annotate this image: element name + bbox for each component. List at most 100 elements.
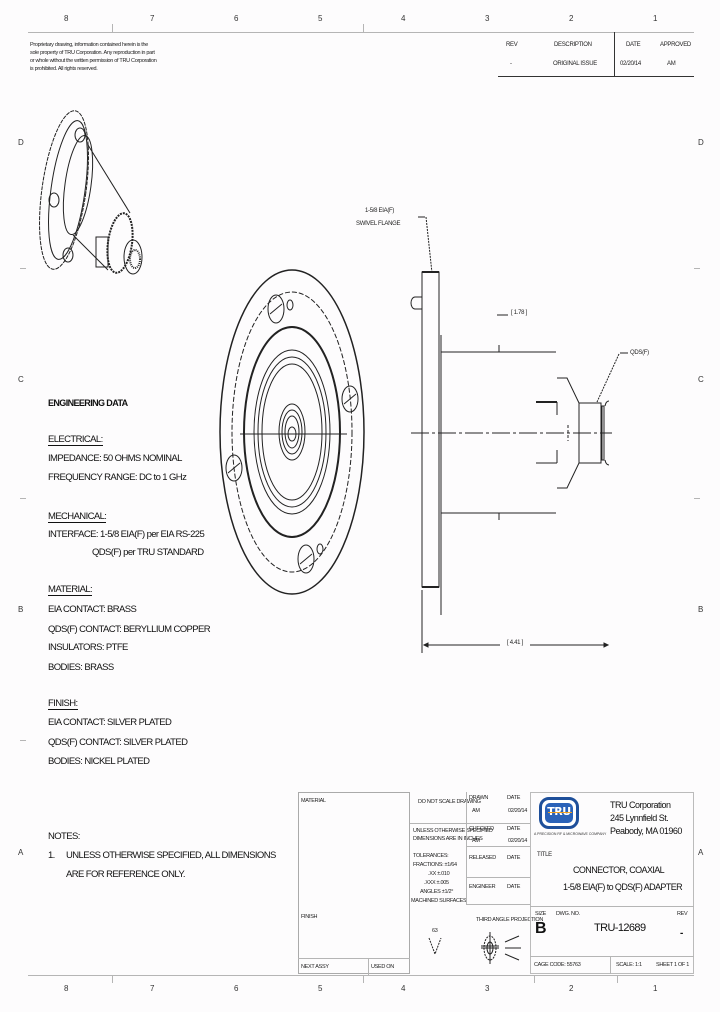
zone-label-top: 5 [318, 14, 323, 23]
title-label: TITLE [537, 852, 552, 858]
dwg-no-label: DWG. NO. [556, 911, 580, 917]
divider [466, 792, 467, 904]
third-angle-label: THIRD ANGLE PROJECTION [476, 917, 544, 923]
divider [610, 956, 611, 974]
size-label: SIZE [535, 911, 547, 917]
spec-line: EIA CONTACT: SILVER PLATED [48, 717, 172, 728]
rev-row-approved: AM [667, 61, 676, 67]
rev-bottom-line [498, 76, 694, 77]
top-border-line [28, 32, 694, 33]
spec-line: QDS(F) CONTACT: BERYLLIUM COPPER [48, 624, 211, 635]
zone-label-left: A [18, 848, 24, 857]
zone-label-top: 2 [569, 14, 574, 23]
surface-finish-value: 63 [432, 928, 438, 934]
zone-label-right: C [698, 375, 704, 384]
drawn-date-label: DATE [507, 795, 521, 801]
spec-line: QDS(F) per TRU STANDARD [92, 547, 204, 558]
flange-callout-line2: SWIVEL FLANGE [356, 221, 401, 227]
rev-header-rev: REV [506, 42, 518, 48]
zone-tick [363, 975, 364, 983]
spec-line: INTERFACE: 1-5/8 EIA(F) per EIA RS-225 [48, 529, 205, 540]
spec-line: BODIES: NICKEL PLATED [48, 756, 150, 767]
notice-line: or whole without the written permission … [30, 58, 157, 64]
flange-callout-line1: 1-5/8 EIA(F) [365, 208, 395, 214]
engineer-label: ENGINEER [469, 884, 496, 890]
spec-line: FREQUENCY RANGE: DC to 1 GHz [48, 472, 187, 483]
drawing-title-line1: CONNECTOR, COAXIAL [573, 865, 665, 875]
divider [410, 823, 530, 824]
tolerance-fractions: FRACTIONS: ±1/64 [413, 862, 457, 868]
zone-tick [363, 24, 364, 32]
note-text: UNLESS OTHERWISE SPECIFIED, ALL DIMENSIO… [66, 850, 276, 861]
machined-surfaces-label: MACHINED SURFACES [411, 898, 467, 904]
spec-line: IMPEDANCE: 50 OHMS NOMINAL [48, 453, 182, 464]
overall-length-dimension: [ 4.41 ] [507, 640, 523, 646]
zone-tick [694, 268, 700, 269]
spec-line: EIA CONTACT: BRASS [48, 604, 137, 615]
zone-label-bottom: 5 [318, 984, 323, 993]
rev-header-approved: APPROVED [660, 42, 691, 48]
section-heading-electrical: ELECTRICAL: [48, 434, 103, 446]
rev-header-date: DATE [626, 42, 641, 48]
qds-callout: QDS(F) [630, 350, 649, 356]
section-heading-finish: FINISH: [48, 698, 78, 710]
spec-line: QDS(F) CONTACT: SILVER PLATED [48, 737, 188, 748]
side-view [410, 216, 628, 653]
section-heading-mechanical: MECHANICAL: [48, 511, 107, 523]
released-date-label: DATE [507, 855, 521, 861]
scale: SCALE: 1:1 [616, 962, 642, 968]
bottom-border-line [28, 975, 694, 976]
divider [466, 877, 530, 878]
zone-label-left: D [18, 138, 24, 147]
zone-tick [534, 975, 535, 983]
divider [368, 958, 369, 975]
zone-label-top: 8 [64, 14, 69, 23]
zone-label-top: 7 [150, 14, 155, 23]
engineer-date-label: DATE [507, 884, 521, 890]
front-view [219, 269, 365, 595]
divider [466, 904, 530, 905]
spec-line: BODIES: BRASS [48, 662, 114, 673]
zone-tick [20, 740, 26, 741]
zone-label-top: 4 [401, 14, 406, 23]
note-number: 1. [48, 850, 55, 861]
zone-label-left: B [18, 605, 24, 614]
engineering-data-title: ENGINEERING DATA [48, 398, 128, 408]
surface-finish-symbol-icon [428, 937, 442, 956]
checked-label: CHECKED [469, 826, 494, 832]
zone-tick [112, 24, 113, 32]
divider [530, 906, 694, 907]
third-angle-projection-icon [481, 932, 521, 964]
drawn-date: 02/20/14 [508, 808, 528, 814]
do-not-scale-label: DO NOT SCALE DRAWING [418, 799, 481, 805]
zone-label-bottom: 1 [653, 984, 658, 993]
tru-logo: TRU [539, 797, 579, 829]
zone-label-bottom: 7 [150, 984, 155, 993]
logo-arrow-icon [548, 812, 572, 813]
zone-label-top: 1 [653, 14, 658, 23]
zone-label-bottom: 6 [234, 984, 239, 993]
company-name: TRU Corporation [610, 800, 671, 810]
note-text: ARE FOR REFERENCE ONLY. [66, 869, 185, 880]
diameter-dimension: [ 1.78 ] [511, 310, 527, 316]
rev-row-rev: - [510, 61, 512, 67]
material-finish-panel [298, 792, 410, 974]
zone-tick [20, 268, 26, 269]
cage-code: CAGE CODE: 55763 [534, 962, 581, 968]
unless-specified-line1: UNLESS OTHERWISE SPECIFIED [413, 828, 493, 834]
released-label: RELEASED [469, 855, 496, 861]
next-assy-label: NEXT ASSY [301, 964, 329, 970]
tolerance-xx: .XX ±.010 [428, 871, 450, 877]
zone-label-right: A [698, 848, 704, 857]
company-street: 245 Lynnfield St. [610, 813, 669, 823]
rev-label: REV [677, 911, 688, 917]
tolerances-label: TOLERANCES: [413, 853, 449, 859]
notice-line: is prohibited. All rights reserved. [30, 66, 98, 72]
used-on-label: USED ON [371, 964, 394, 970]
rev-row-description: ORIGINAL ISSUE [553, 61, 597, 67]
rev-divider [614, 32, 615, 76]
notice-line: sole property of TRU Corporation. Any re… [30, 50, 155, 56]
unless-specified-line2: DIMENSIONS ARE IN INCHES [413, 836, 483, 842]
zone-tick [617, 975, 618, 983]
material-label: MATERIAL [301, 798, 326, 804]
